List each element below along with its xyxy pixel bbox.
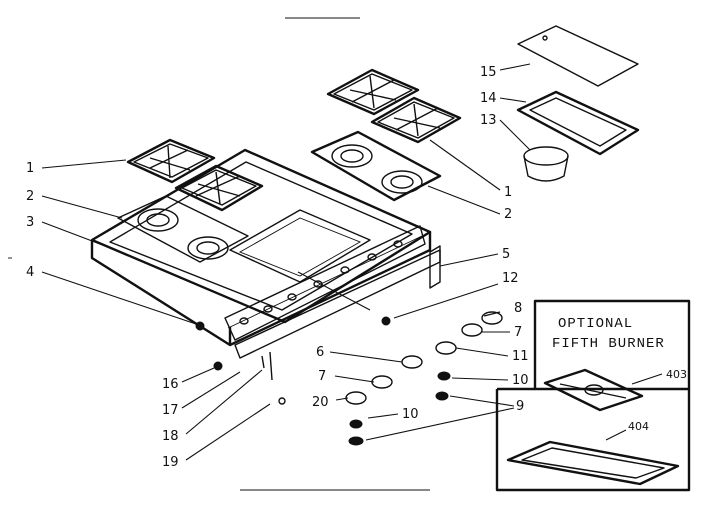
callout-14: 14	[480, 91, 497, 106]
callout-7-mid: 7	[318, 369, 326, 384]
leader-lines	[41, 63, 663, 461]
callout-11: 11	[512, 349, 529, 364]
grate-left-rear	[126, 138, 216, 184]
fifth-burner-grate	[543, 368, 644, 412]
griddle-cover	[517, 25, 639, 87]
callout-16: 16	[162, 377, 179, 392]
knob-7-right	[461, 323, 483, 337]
valve-10-mid	[349, 419, 363, 429]
callout-3: 3	[26, 215, 34, 230]
screw-19	[278, 397, 286, 405]
callout-1-left: 1	[26, 161, 34, 176]
valve-10-right	[437, 371, 451, 381]
valve-9-right	[435, 391, 449, 401]
callout-18: 18	[162, 429, 179, 444]
side-trim	[429, 245, 441, 289]
griddle-pan	[516, 90, 640, 156]
callout-9: 9	[516, 399, 524, 414]
callout-2-left: 2	[26, 189, 34, 204]
burner-bowl-left	[117, 195, 249, 263]
callout-403: 403	[666, 368, 687, 381]
callout-7-right: 7	[514, 325, 522, 340]
knob-8	[481, 311, 503, 325]
callout-19: 19	[162, 455, 179, 470]
fifth-burner-pan	[506, 440, 680, 486]
callout-20: 20	[312, 395, 329, 410]
callout-10-right: 10	[512, 373, 529, 388]
callout-12: 12	[502, 271, 519, 286]
callout-404: 404	[628, 420, 649, 433]
callout-17: 17	[162, 403, 179, 418]
knob-20	[345, 391, 367, 405]
grommet-12	[381, 316, 391, 326]
callout-15: 15	[480, 65, 497, 80]
grate-right-front	[370, 96, 462, 144]
optional-fifth-burner-inset: OPTIONAL FIFTH BURNER	[495, 299, 691, 492]
callout-8: 8	[514, 301, 522, 316]
rail-holes	[239, 240, 403, 325]
callout-labels: 1 2 3 4 16 17 18 19 20 6 7 10 9 10 11 7 …	[26, 65, 687, 470]
cooktop-assembly	[90, 148, 441, 381]
grate-left-front	[174, 164, 264, 212]
callout-4: 4	[26, 265, 34, 280]
burner-bowl-right	[310, 130, 442, 202]
knob-11	[435, 341, 457, 355]
screw-4	[195, 321, 205, 331]
callout-5: 5	[502, 247, 510, 262]
inset-title-line2: FIFTH BURNER	[552, 336, 665, 352]
grate-right-rear	[326, 68, 420, 116]
valve-9-mid	[348, 436, 364, 446]
callout-6: 6	[316, 345, 324, 360]
knob-6	[401, 355, 423, 369]
screw-16	[213, 361, 223, 371]
edge-marks	[8, 17, 430, 491]
inset-title-line1: OPTIONAL	[558, 316, 633, 332]
callout-2-right: 2	[504, 207, 512, 222]
callout-1-right: 1	[504, 185, 512, 200]
callout-13: 13	[480, 113, 497, 128]
knob-7-mid	[371, 375, 393, 389]
griddle-ring	[523, 146, 569, 182]
callout-10-mid: 10	[402, 407, 419, 422]
